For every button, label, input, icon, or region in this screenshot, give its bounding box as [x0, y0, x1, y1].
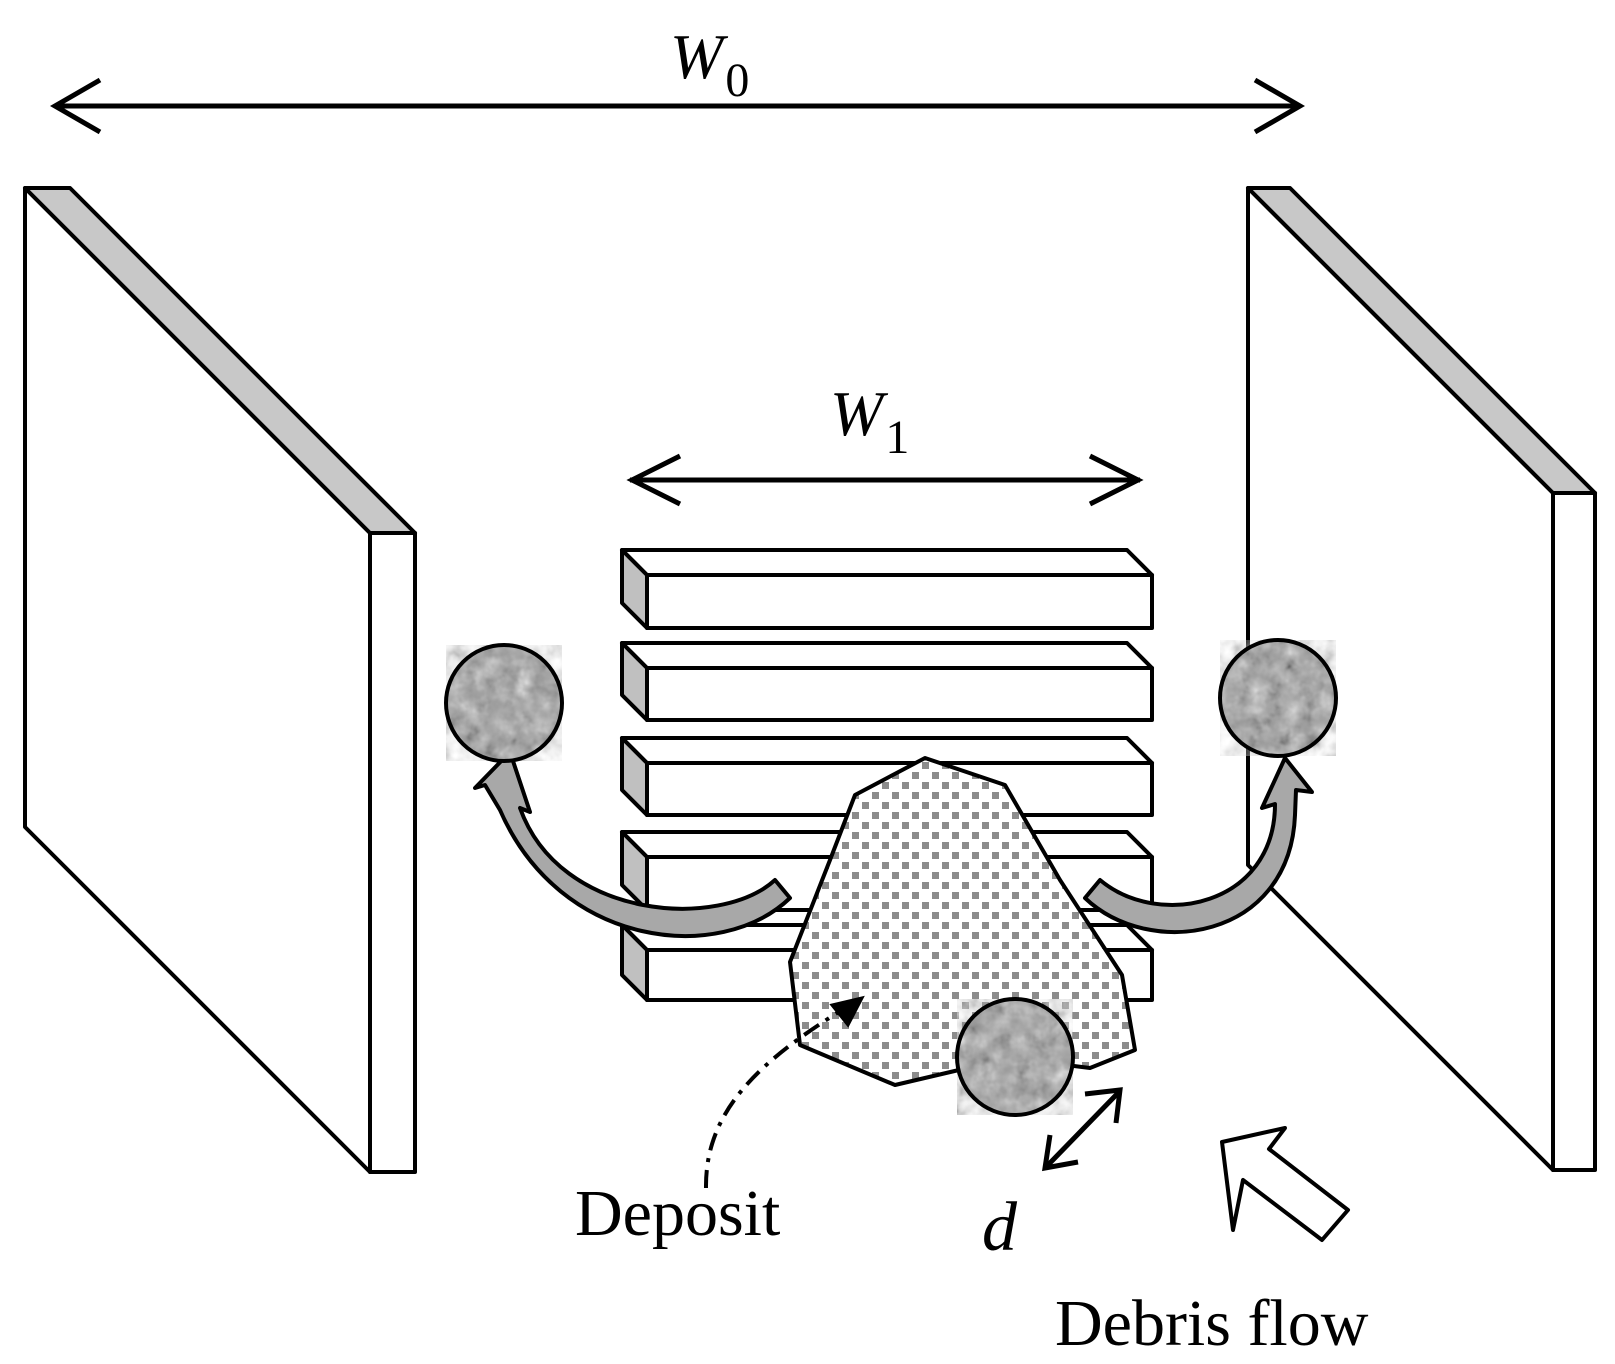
left-curved-deflection-arrow — [473, 750, 792, 938]
beam-2 — [620, 641, 1154, 722]
deposit-leader-arrow — [703, 995, 865, 1189]
boulder-right — [1218, 638, 1338, 758]
w1-label: W1 — [830, 378, 909, 464]
beam-3 — [620, 736, 1154, 817]
d-dimension-arrow — [1042, 1087, 1123, 1172]
right-barrier-wall — [1246, 186, 1597, 1172]
debris-flow-label: Debris flow — [1055, 1287, 1369, 1360]
w0-label: W0 — [670, 21, 749, 107]
debris-flow-direction-arrow — [1220, 1126, 1350, 1242]
deposit-label: Deposit — [575, 1177, 780, 1250]
d-label: d — [982, 1189, 1018, 1266]
left-barrier-wall — [23, 186, 417, 1174]
boulder-left — [444, 643, 564, 763]
boulder-bottom — [955, 997, 1075, 1117]
right-curved-deflection-arrow — [1083, 756, 1314, 934]
w0-dimension-arrow — [50, 77, 1305, 135]
beam-1 — [620, 548, 1154, 630]
w1-dimension-arrow — [626, 453, 1144, 507]
